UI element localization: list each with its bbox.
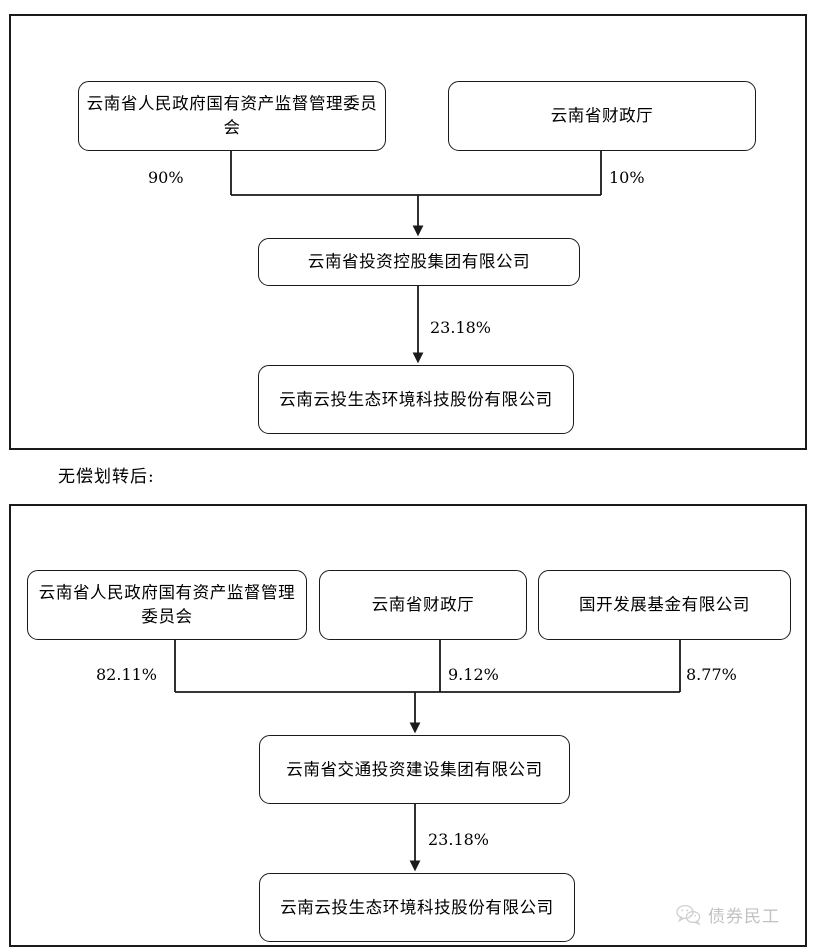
node-label: 云南省交通投资建设集团有限公司 [286, 759, 543, 779]
wechat-icon [676, 904, 701, 925]
edge-label-sasac-ynjtt: 82.11% [96, 665, 158, 684]
node-label: 云南云投生态环境科技股份有限公司 [280, 897, 554, 917]
edge-label-finance-ynjtt: 9.12% [448, 665, 499, 684]
node-yntst-after[interactable]: 云南云投生态环境科技股份有限公司 [259, 873, 575, 942]
edge-label-sasac-yntzkg: 90% [148, 168, 184, 187]
edge-label-ynjtt-yntst: 23.18% [428, 830, 490, 849]
node-sasac-before[interactable]: 云南省人民政府国有资产监督管理委员会 [78, 81, 386, 151]
node-label: 云南省财政厅 [550, 106, 654, 126]
node-ynjtt-after[interactable]: 云南省交通投资建设集团有限公司 [259, 735, 570, 804]
caption-after-transfer: 无偿划转后: [58, 467, 155, 487]
node-sasac-after[interactable]: 云南省人民政府国有资产监督管理委员会 [27, 570, 307, 640]
node-label: 云南省人民政府国有资产监督管理委员会 [86, 94, 378, 137]
watermark-text: 债券民工 [708, 907, 780, 927]
node-yntzkg-before[interactable]: 云南省投资控股集团有限公司 [258, 238, 580, 286]
node-label: 云南省人民政府国有资产监督管理委员会 [38, 583, 296, 626]
edge-label-finance-yntzkg: 10% [609, 168, 645, 187]
edge-label-yntzkg-yntst: 23.18% [430, 318, 492, 337]
edge-label-cdbfund-ynjtt: 8.77% [686, 665, 737, 684]
node-cdbfund-after[interactable]: 国开发展基金有限公司 [538, 570, 791, 640]
node-yntst-before[interactable]: 云南云投生态环境科技股份有限公司 [258, 365, 574, 434]
watermark: 债券民工 [676, 902, 780, 927]
node-finance-before[interactable]: 云南省财政厅 [448, 81, 756, 151]
node-label: 云南云投生态环境科技股份有限公司 [279, 389, 553, 409]
node-label: 云南省财政厅 [371, 595, 475, 615]
node-label: 国开发展基金有限公司 [579, 595, 750, 615]
node-finance-after[interactable]: 云南省财政厅 [319, 570, 527, 640]
node-label: 云南省投资控股集团有限公司 [307, 252, 531, 272]
